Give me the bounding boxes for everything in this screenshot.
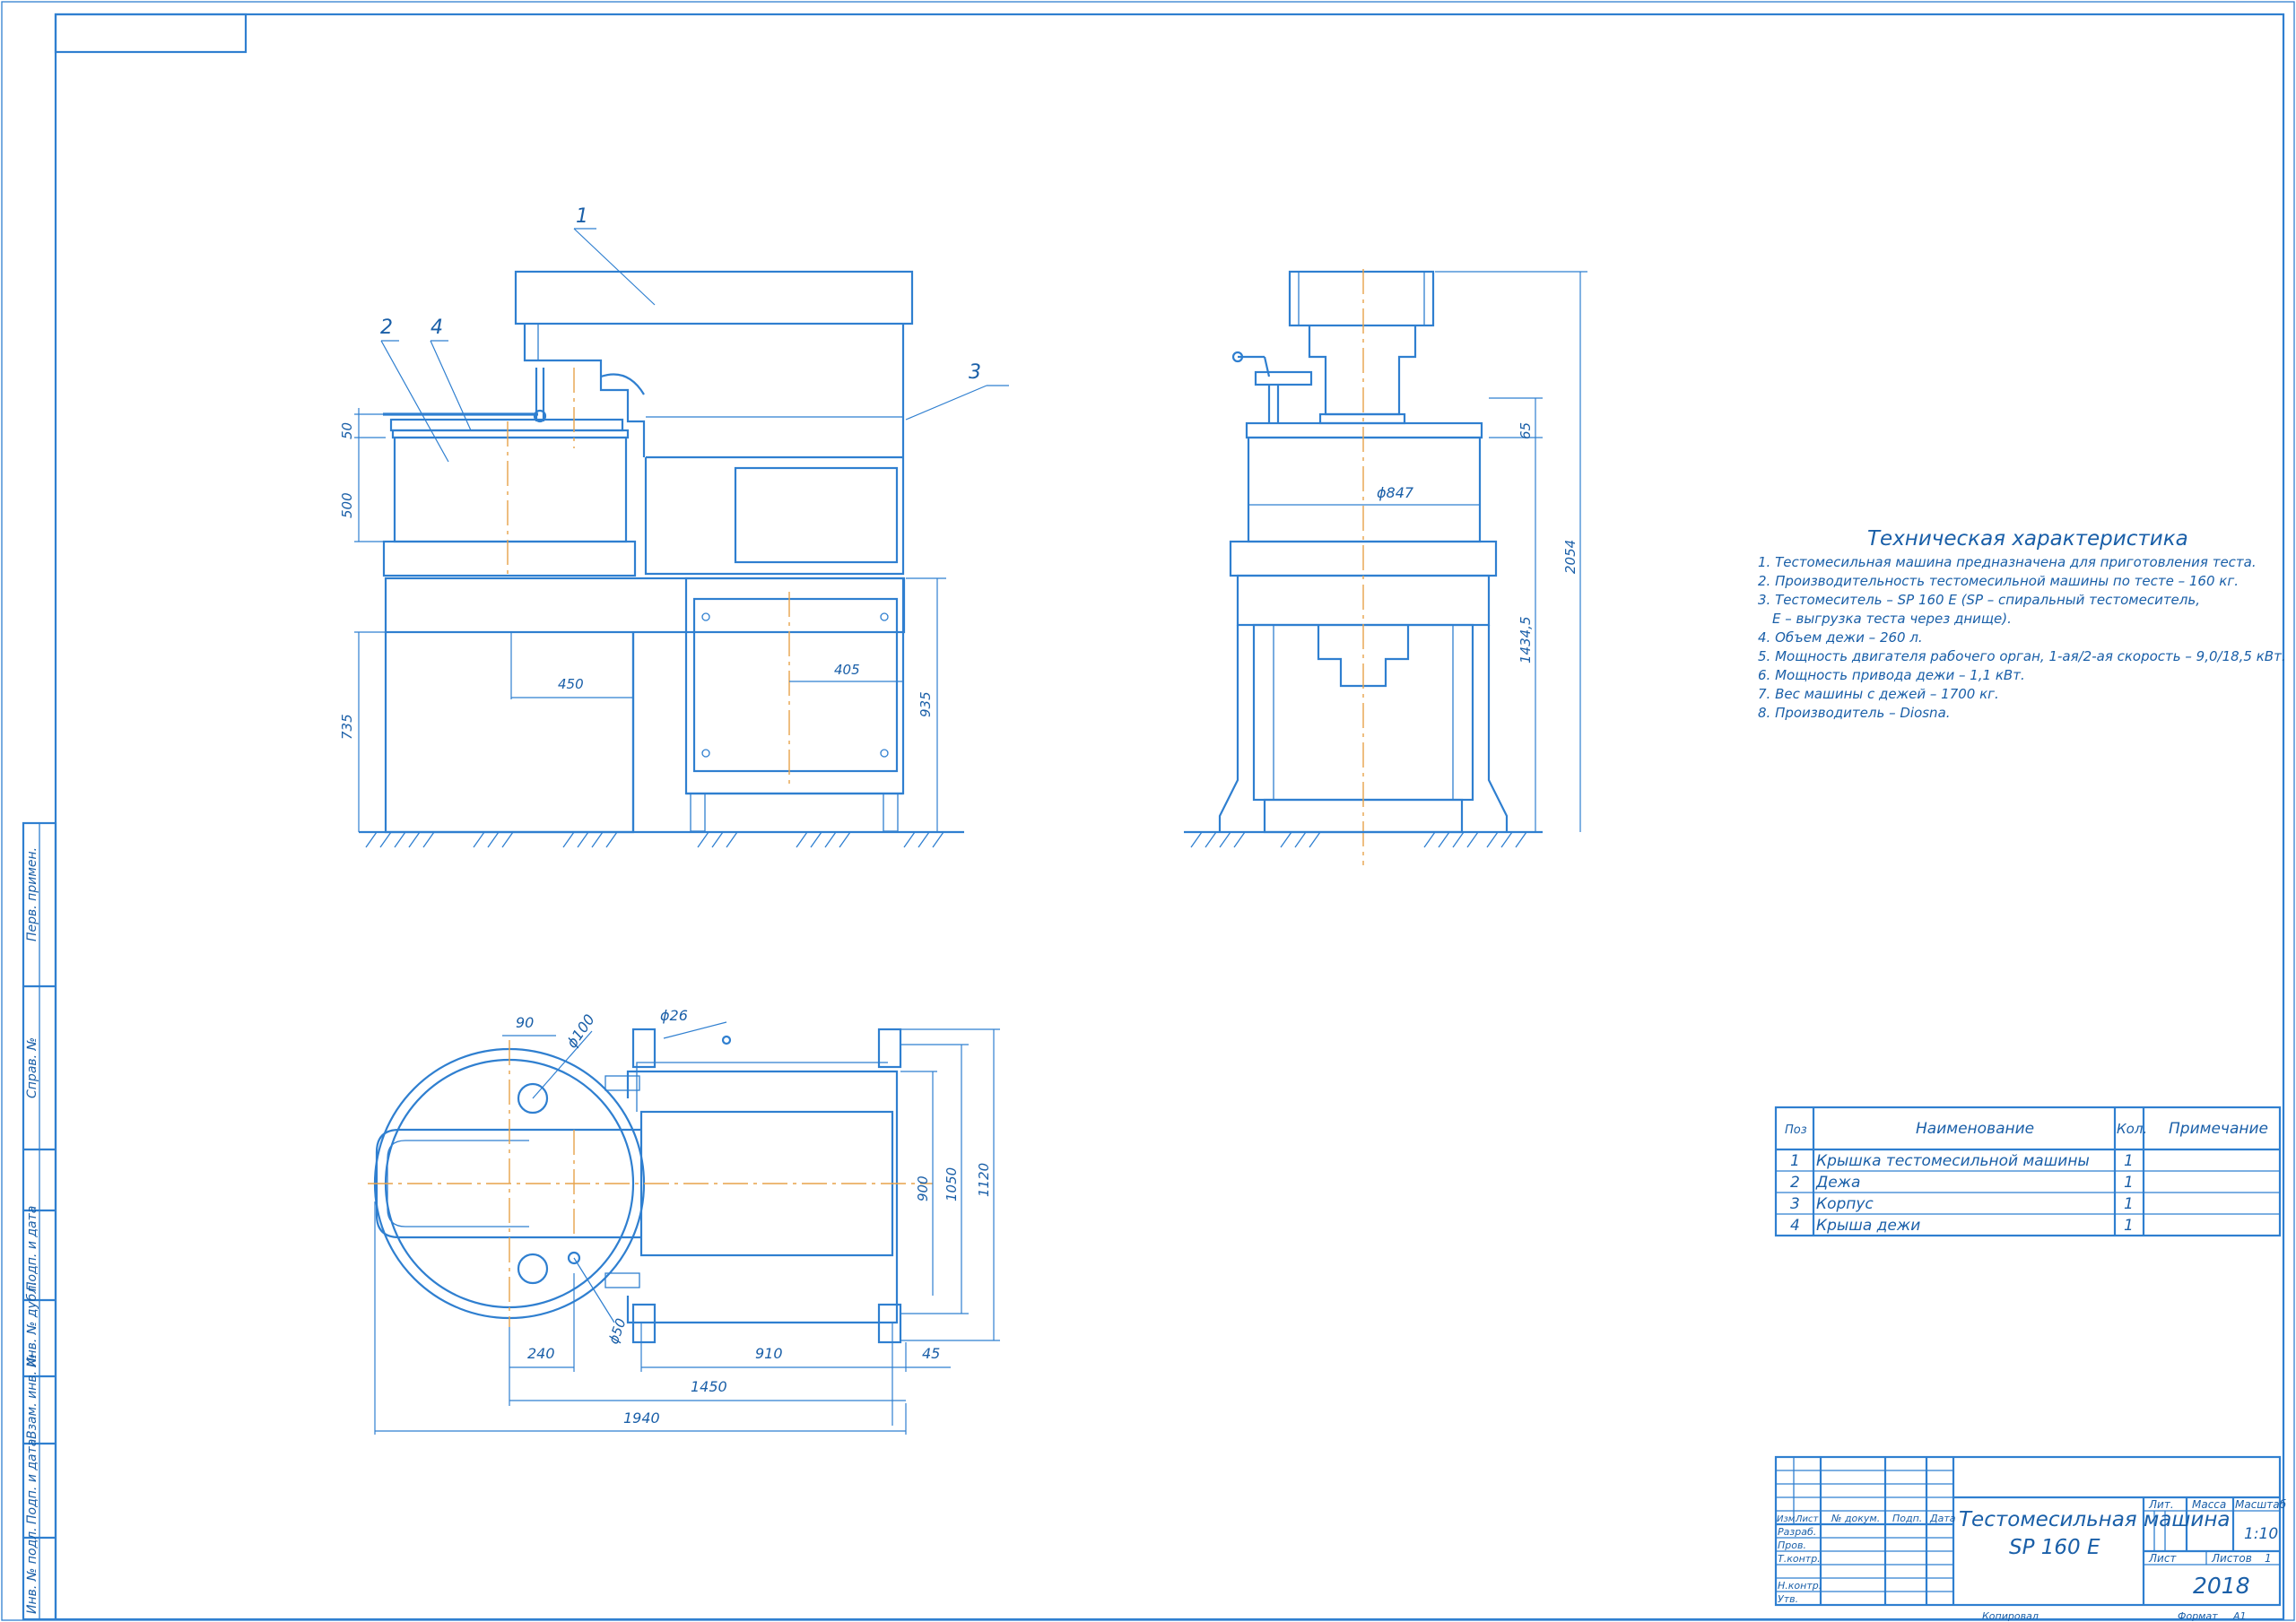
plan-view: 90 ϕ100 ϕ26 900 1050 1120 ϕ50 240 910 45… bbox=[368, 1007, 1000, 1435]
drawing-title-line1: Тестомесильная машина bbox=[1959, 1508, 2231, 1531]
tech-spec-line: 1. Тестомесильная машина предназначена д… bbox=[1758, 554, 2257, 570]
dimension-label: ϕ50 bbox=[605, 1316, 630, 1346]
title-block-label: Лист bbox=[2148, 1552, 2177, 1565]
table-cell: 3 bbox=[1790, 1195, 1800, 1213]
table-cell: 1 bbox=[2124, 1174, 2134, 1192]
title-block-label: Лист bbox=[1795, 1514, 1820, 1524]
dimension-label: 405 bbox=[834, 662, 860, 678]
side-view: ϕ847 65 1434,5 2054 bbox=[1184, 269, 1587, 865]
title-block-role: Утв. bbox=[1778, 1593, 1798, 1605]
dimension-label: 50 bbox=[339, 422, 355, 439]
technical-specifications: Техническая характеристика 1. Тестомесил… bbox=[1758, 527, 2286, 721]
title-block-role: Н.контр. bbox=[1778, 1580, 1822, 1592]
side-stamp-label: Перв. примен. bbox=[25, 847, 39, 941]
title-block-label: Листов bbox=[2211, 1552, 2252, 1565]
sheets-count: 1 bbox=[2265, 1552, 2272, 1565]
title-block-label: Дата bbox=[1929, 1513, 1956, 1524]
dimension-label: ϕ26 bbox=[660, 1007, 688, 1024]
tech-spec-line: E – выгрузка теста через днище). bbox=[1772, 611, 2012, 627]
table-header: Примечание bbox=[2169, 1120, 2268, 1138]
parts-table: Поз Наименование Кол. Примечание 1 Крышк… bbox=[1774, 1106, 2282, 1237]
title-block-role: Разраб. bbox=[1778, 1526, 1816, 1538]
title-block-role: Пров. bbox=[1778, 1540, 1806, 1551]
table-cell: 2 bbox=[1790, 1174, 1800, 1192]
table-cell: Крышка тестомесильной машины bbox=[1816, 1152, 2090, 1170]
callout-number: 2 bbox=[380, 317, 393, 339]
dimension-label: 240 bbox=[527, 1345, 555, 1362]
callout-number: 4 bbox=[430, 317, 443, 339]
table-cell: Крыша дежи bbox=[1816, 1217, 1920, 1235]
title-block-label: Подп. bbox=[1892, 1513, 1922, 1524]
dimension-label: ϕ847 bbox=[1377, 484, 1414, 501]
dimension-label: 935 bbox=[918, 691, 934, 717]
side-stamp-label: Взам. инв. № bbox=[25, 1354, 39, 1439]
dimension-label: 500 bbox=[339, 492, 355, 518]
dimension-label: 1450 bbox=[691, 1378, 727, 1395]
dimension-label: 910 bbox=[755, 1345, 783, 1362]
table-cell: 4 bbox=[1790, 1217, 1800, 1235]
table-header: Кол. bbox=[2117, 1121, 2147, 1137]
scale-value: 1:10 bbox=[2244, 1525, 2278, 1543]
tech-spec-line: 5. Мощность двигателя рабочего орган, 1-… bbox=[1758, 648, 2286, 664]
table-cell: 1 bbox=[2124, 1217, 2134, 1235]
dimension-label: 65 bbox=[1518, 422, 1534, 439]
dimension-label: 450 bbox=[558, 676, 584, 692]
copied-by-label: Копировал bbox=[1982, 1610, 2039, 1622]
side-stamp-column: Перв. примен. Справ. № Подп. и дата Инв.… bbox=[22, 821, 57, 1621]
tech-spec-line: 6. Мощность привода дежи – 1,1 кВт. bbox=[1758, 667, 2025, 683]
drawing-title-line2: SP 160 E bbox=[2009, 1536, 2100, 1559]
callout-number: 3 bbox=[969, 361, 981, 384]
ground-hatching bbox=[1190, 831, 1527, 848]
tech-spec-line: 3. Тестомеситель – SP 160 E (SP – спирал… bbox=[1758, 592, 2200, 608]
side-stamp-label: Подп. и дата bbox=[25, 1439, 39, 1524]
title-block-label: Изм. bbox=[1777, 1514, 1798, 1524]
dimension-label: 2054 bbox=[1562, 540, 1578, 574]
title-block-label: Масштаб bbox=[2235, 1498, 2287, 1511]
table-cell: Корпус bbox=[1816, 1195, 1874, 1213]
side-stamp-label: Инв. № подл. bbox=[25, 1527, 39, 1614]
dimension-label: 90 bbox=[516, 1014, 534, 1031]
organization: 2018 bbox=[2193, 1573, 2250, 1599]
title-block-label: № докум. bbox=[1831, 1513, 1880, 1524]
dimension-label: 1940 bbox=[623, 1409, 660, 1427]
dimension-label: 1050 bbox=[944, 1167, 960, 1201]
side-stamp-label: Справ. № bbox=[25, 1037, 39, 1098]
dimension-label: 735 bbox=[339, 714, 355, 740]
table-cell: Дежа bbox=[1815, 1174, 1860, 1192]
dimension-label: ϕ100 bbox=[563, 1011, 598, 1052]
dimension-label: 45 bbox=[922, 1345, 940, 1362]
tech-spec-line: 2. Производительность тестомесильной маш… bbox=[1758, 573, 2239, 589]
table-cell: 1 bbox=[2124, 1195, 2134, 1213]
side-stamp-label: Инв. № дубл. bbox=[25, 1281, 39, 1367]
side-stamp-label: Подп. и дата bbox=[25, 1206, 39, 1291]
tech-spec-title: Техническая характеристика bbox=[1867, 527, 2188, 551]
format-value: A1 bbox=[2232, 1610, 2247, 1622]
tech-spec-line: 8. Производитель – Diosna. bbox=[1758, 705, 1951, 721]
ground-hatching bbox=[365, 831, 944, 848]
table-cell: 1 bbox=[2124, 1152, 2134, 1170]
dimension-label: 1434,5 bbox=[1518, 617, 1534, 664]
title-block-label: Лит. bbox=[2148, 1498, 2174, 1511]
callout-number: 1 bbox=[576, 205, 588, 228]
front-view: 1 2 4 3 50 500 735 450 405 935 bbox=[339, 205, 1009, 848]
title-block: Изм. Лист № докум. Подп. Дата Разраб. Пр… bbox=[1774, 1455, 2287, 1622]
dimension-label: 1120 bbox=[976, 1163, 992, 1197]
title-block-role: Т.контр. bbox=[1778, 1553, 1821, 1565]
format-label: Формат bbox=[2178, 1610, 2218, 1622]
dimension-label: 900 bbox=[915, 1175, 931, 1201]
table-header: Наименование bbox=[1916, 1120, 2034, 1138]
tech-spec-line: 7. Вес машины с дежей – 1700 кг. bbox=[1758, 686, 1999, 702]
title-block-label: Масса bbox=[2192, 1498, 2226, 1511]
table-cell: 1 bbox=[1790, 1152, 1800, 1170]
tech-spec-line: 4. Объем дежи – 260 л. bbox=[1758, 629, 1923, 646]
table-header: Поз bbox=[1785, 1123, 1807, 1137]
